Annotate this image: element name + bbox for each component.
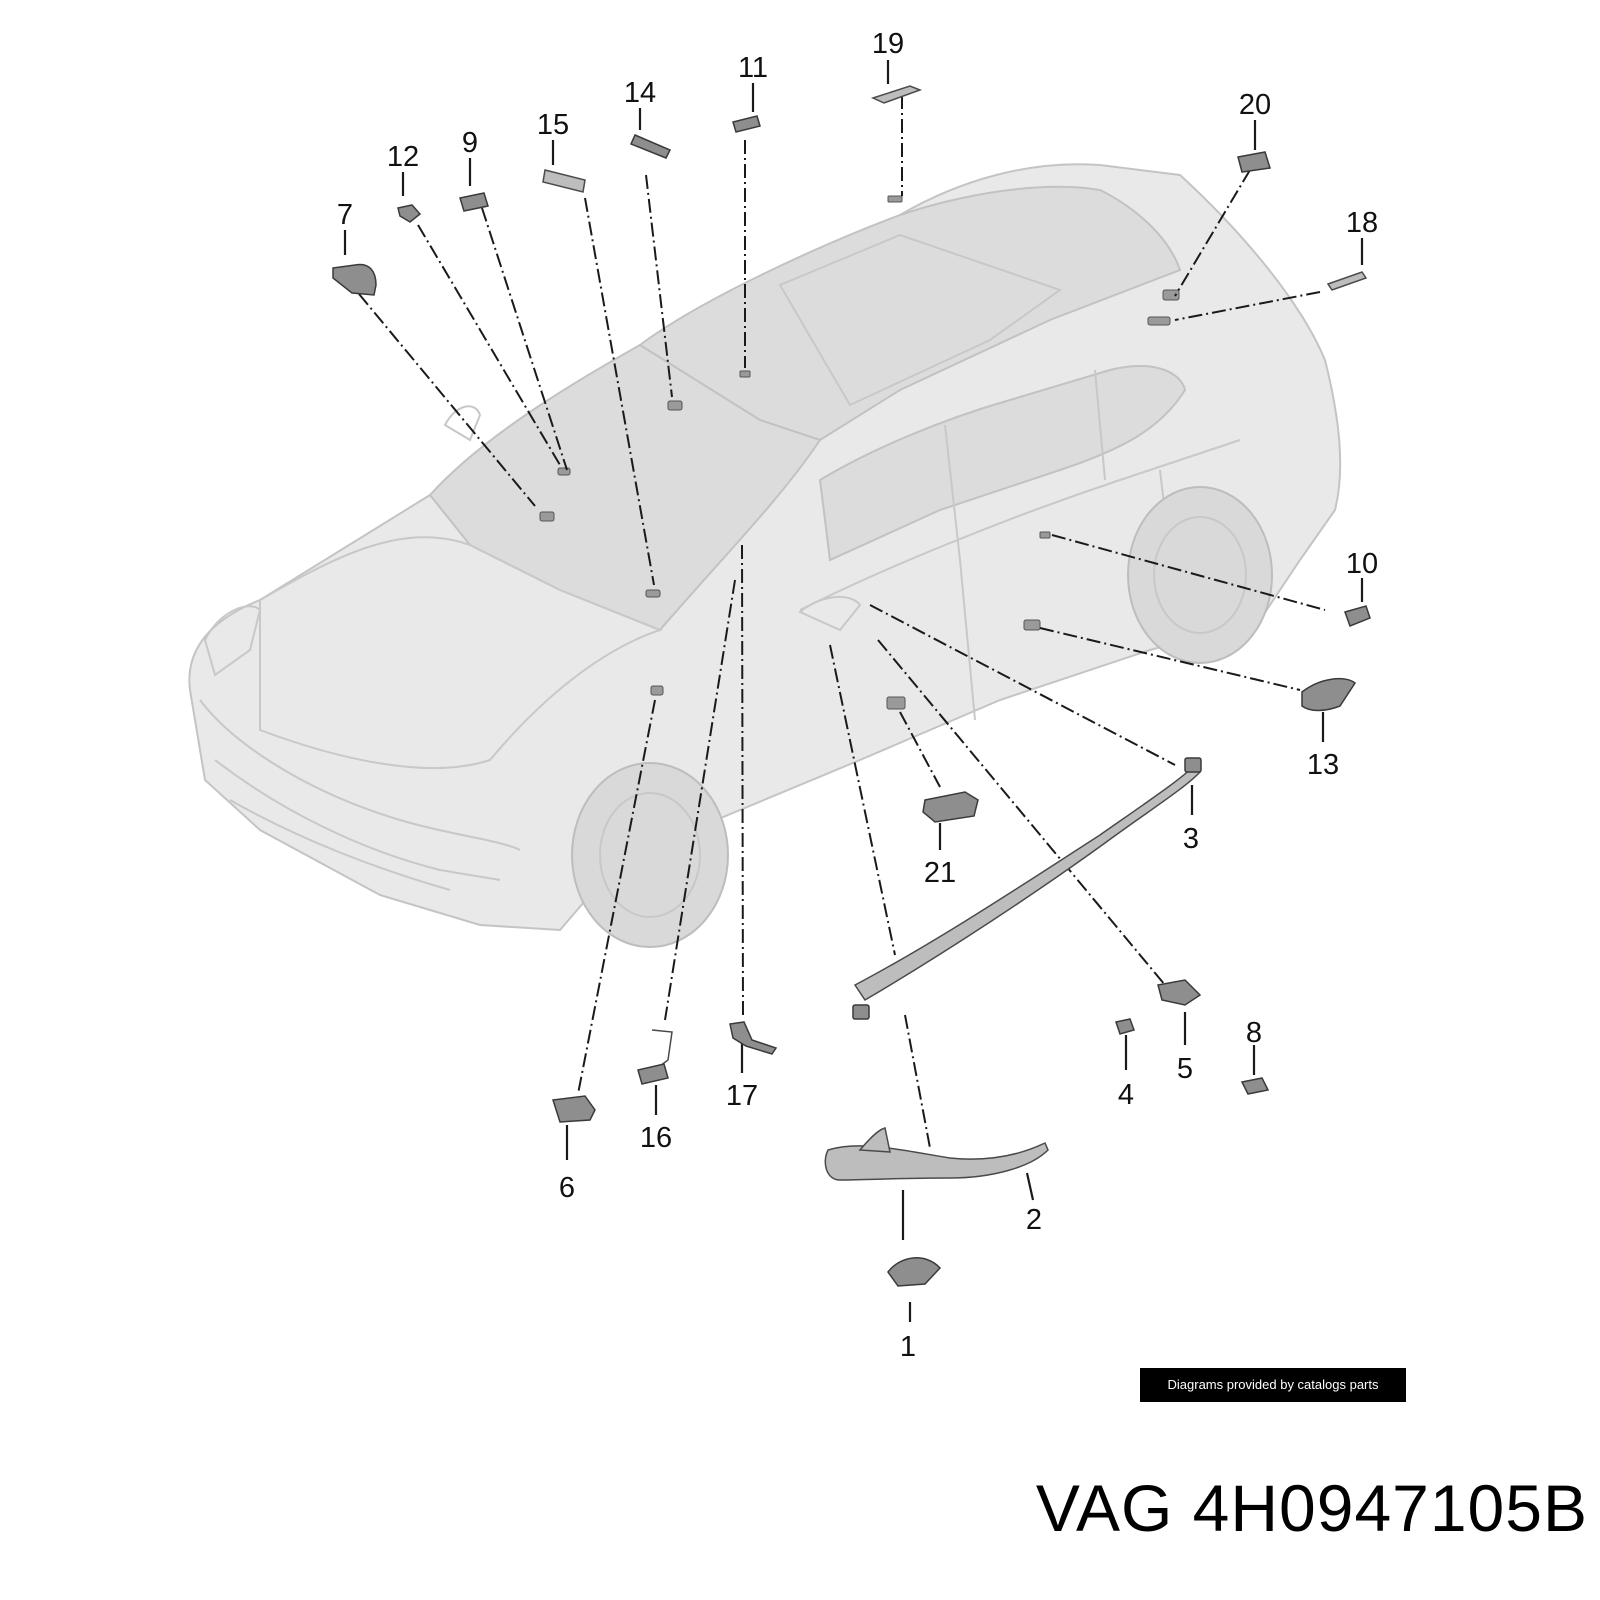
part-20 xyxy=(1237,151,1271,173)
callout-17: 17 xyxy=(726,1080,758,1112)
part-11 xyxy=(732,115,761,133)
callout-4: 4 xyxy=(1118,1079,1134,1111)
part-9 xyxy=(459,192,489,212)
part-17 xyxy=(729,1021,778,1055)
callout-1: 1 xyxy=(900,1331,916,1363)
callout-labels: 1 2 3 4 5 6 7 8 9 10 11 12 13 14 15 16 1… xyxy=(337,28,1378,1363)
callout-13: 13 xyxy=(1307,749,1339,781)
callout-20: 20 xyxy=(1239,89,1271,121)
part-21 xyxy=(922,791,979,823)
callout-16: 16 xyxy=(640,1122,672,1154)
callout-5: 5 xyxy=(1177,1053,1193,1085)
part-10 xyxy=(1344,605,1371,627)
callout-14: 14 xyxy=(624,77,656,109)
callout-6: 6 xyxy=(559,1172,575,1204)
callout-3: 3 xyxy=(1183,823,1199,855)
callout-7: 7 xyxy=(337,199,353,231)
part-12 xyxy=(397,204,422,223)
part-2 xyxy=(824,1127,1049,1181)
part-15 xyxy=(542,169,586,193)
callout-15: 15 xyxy=(537,109,569,141)
part-8 xyxy=(1240,1077,1270,1095)
callout-19: 19 xyxy=(872,28,904,60)
part-1 xyxy=(887,1257,942,1287)
vehicle-illustration xyxy=(188,163,1342,948)
part-16 xyxy=(637,1029,673,1085)
callout-18: 18 xyxy=(1346,207,1378,239)
part-19 xyxy=(870,85,923,104)
callout-8: 8 xyxy=(1246,1017,1262,1049)
callout-21: 21 xyxy=(924,857,956,889)
part-7 xyxy=(332,263,377,296)
part-3 xyxy=(852,757,1202,1020)
part-13 xyxy=(1301,677,1357,712)
part-14 xyxy=(629,134,672,159)
part-6 xyxy=(552,1095,596,1123)
callout-10: 10 xyxy=(1346,548,1378,580)
callout-11: 11 xyxy=(738,52,768,84)
callout-9: 9 xyxy=(462,127,478,159)
part-4 xyxy=(1115,1018,1135,1035)
part-number-caption: VAG 4H0947105B xyxy=(1035,1471,1588,1545)
callout-2: 2 xyxy=(1026,1204,1042,1236)
credit-badge: Diagrams provided by catalogs parts xyxy=(1140,1368,1406,1402)
part-18 xyxy=(1326,271,1368,291)
callout-ticks xyxy=(343,60,1364,1322)
part-5 xyxy=(1157,979,1202,1006)
leader-lines xyxy=(358,95,1326,1149)
callout-12: 12 xyxy=(387,141,419,173)
